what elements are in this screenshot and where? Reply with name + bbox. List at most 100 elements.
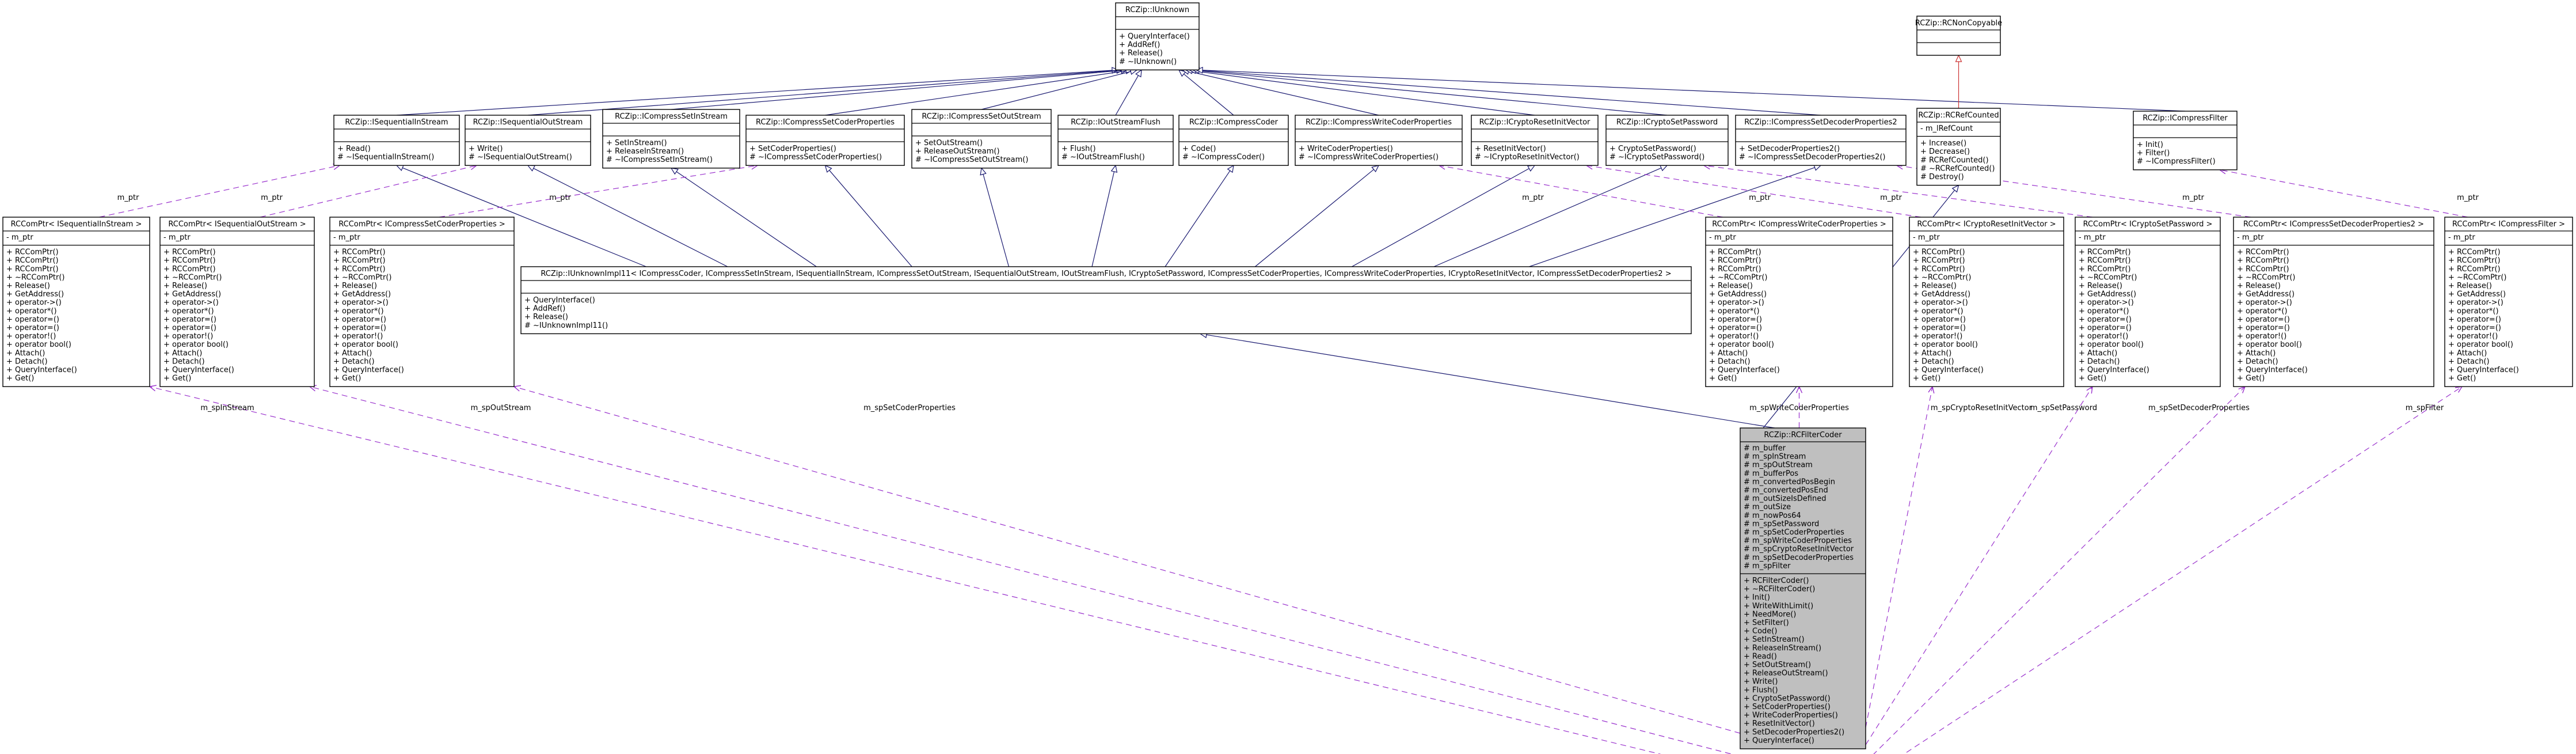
- class-operation: + RCComPtr(): [6, 248, 59, 257]
- class-operation: + SetOutStream(): [1744, 661, 1811, 669]
- class-attribute: - m_ptr: [1709, 233, 1736, 242]
- edge-label-ptr-writecoderprops: m_ptr: [1522, 194, 1544, 202]
- class-operation: + operator=(): [1913, 324, 1966, 332]
- class-operation: + ReleaseInStream(): [1744, 644, 1821, 653]
- class-attribute: - m_ptr: [6, 233, 33, 242]
- class-setout[interactable]: RCZip::ICompressSetOutStream+ SetOutStre…: [911, 109, 1052, 169]
- class-operation: + QueryInterface(): [333, 366, 404, 374]
- class-ptr-setcoderprops[interactable]: RCComPtr< ICompressSetCoderProperties >-…: [329, 217, 515, 387]
- class-operation: # ~ICompressSetDecoderProperties2(): [1739, 153, 1885, 162]
- class-operation: + operator!(): [6, 332, 56, 341]
- class-setin[interactable]: RCZip::ICompressSetInStream+ SetInStream…: [602, 109, 740, 169]
- class-operation: + RCComPtr(): [2448, 265, 2501, 274]
- edge-label-ptr-cryptoreset: m_ptr: [1749, 194, 1771, 202]
- class-operation: # ~IOutStreamFlush(): [1061, 153, 1145, 162]
- class-operation: + SetInStream(): [1744, 635, 1805, 644]
- class-box: [745, 115, 905, 166]
- class-operation: + operator!(): [1913, 332, 1962, 341]
- inheritance-edge-impl-to-setin: [676, 171, 817, 267]
- class-title: RCZip::ICompressSetCoderProperties: [756, 118, 895, 127]
- class-operation: + Code(): [1744, 627, 1777, 636]
- edge-label-ptr-setdecoderprops: m_ptr: [2182, 194, 2205, 202]
- class-impl[interactable]: RCZip::IUnknownImpl11< ICompressCoder, I…: [520, 266, 1692, 335]
- class-operation: + operator*(): [333, 307, 384, 316]
- class-ptr-setdecoderprops[interactable]: RCComPtr< ICompressSetDecoderProperties2…: [2233, 217, 2434, 387]
- class-attribute: # m_spOutStream: [1744, 461, 1813, 469]
- class-box: [465, 115, 591, 166]
- class-coder[interactable]: RCZip::ICompressCoder+ Code()# ~ICompres…: [1178, 115, 1289, 166]
- class-title: RCComPtr< ICompressSetDecoderProperties2…: [2243, 220, 2424, 229]
- edge-label-ptr-cryptopwd: m_ptr: [1880, 194, 1902, 202]
- class-operation: + Get(): [333, 374, 361, 383]
- class-operation: + operator=(): [1913, 315, 1966, 324]
- class-flush[interactable]: RCZip::IOutStreamFlush+ Flush()# ~IOutSt…: [1057, 115, 1174, 166]
- class-noncopyable[interactable]: RCZip::RCNonCopyable: [1915, 16, 2002, 56]
- class-box: [1740, 427, 1866, 749]
- inheritance-edge-impl-to-writecoderprops: [1254, 169, 1374, 267]
- class-operation: + QueryInterface(): [524, 296, 595, 305]
- usage-arrowhead: [1928, 385, 1935, 394]
- class-title: RCZip::ICompressSetDecoderProperties2: [1744, 118, 1897, 127]
- class-operation: + SetOutStream(): [915, 139, 983, 147]
- class-operation: + Release(): [2237, 282, 2281, 290]
- class-operation: + operator bool(): [1709, 340, 1774, 349]
- class-operation: + operator*(): [2237, 307, 2288, 316]
- inheritance-edge-writecoderprops-to-unknown: [1188, 71, 1379, 116]
- edge-label-m-spwritecoderprops: m_spWriteCoderProperties: [1749, 404, 1849, 412]
- class-filtercoder[interactable]: RCZip::RCFilterCoder# m_buffer# m_spInSt…: [1740, 427, 1866, 749]
- class-box: [333, 115, 460, 166]
- class-operation: # ~ICompressSetCoderProperties(): [749, 153, 882, 162]
- class-operation: + Attach(): [333, 349, 372, 358]
- class-operation: + GetAddress(): [2237, 290, 2295, 299]
- class-setcoderprops[interactable]: RCZip::ICompressSetCoderProperties+ SetC…: [745, 115, 905, 166]
- usage-edge-ptr-seqout: [260, 165, 477, 218]
- class-ptr-writecoderprops[interactable]: RCComPtr< ICompressWriteCoderProperties …: [1705, 217, 1893, 387]
- class-cryptopwd[interactable]: RCZip::ICryptoSetPassword+ CryptoSetPass…: [1605, 115, 1729, 166]
- class-writecoderprops[interactable]: RCZip::ICompressWriteCoderProperties+ Wr…: [1295, 115, 1463, 166]
- usage-edge-m-spcryptoreset: [1865, 387, 1933, 728]
- class-title: RCZip::ICompressSetOutStream: [922, 112, 1041, 121]
- class-attribute: - m_ptr: [163, 233, 191, 242]
- class-operation: + GetAddress(): [2079, 290, 2136, 299]
- class-ptr-compressfilter[interactable]: RCComPtr< ICompressFilter >- m_ptr+ RCCo…: [2444, 217, 2573, 387]
- class-ptr-cryptopwd[interactable]: RCComPtr< ICryptoSetPassword >- m_ptr+ R…: [2075, 217, 2221, 387]
- inheritance-edge-impl-to-seqin: [402, 167, 646, 267]
- class-title: RCComPtr< ICryptoSetPassword >: [2083, 220, 2213, 229]
- class-compressfilter[interactable]: RCZip::ICompressFilter+ Init()+ Filter()…: [2133, 111, 2238, 170]
- usage-edge-ptr-setcoderprops: [439, 165, 758, 218]
- class-operation: + RCComPtr(): [333, 248, 386, 257]
- class-operation: + operator*(): [163, 307, 214, 316]
- inheritance-arrowhead: [1110, 164, 1118, 173]
- class-operation: # ~ICompressSetOutStream(): [915, 156, 1028, 164]
- inheritance-edge-impl-to-cryptoreset: [1352, 168, 1529, 267]
- class-unknown[interactable]: RCZip::IUnknown+ QueryInterface()+ AddRe…: [1115, 2, 1200, 71]
- inheritance-arrowhead: [980, 167, 987, 176]
- class-ptr-cryptoreset[interactable]: RCComPtr< ICryptoResetInitVector >- m_pt…: [1909, 217, 2064, 387]
- class-operation: + operator=(): [2237, 315, 2290, 324]
- inheritance-edge-impl-to-seqout: [533, 168, 728, 267]
- class-operation: + Flush(): [1061, 145, 1096, 153]
- class-cryptoreset[interactable]: RCZip::ICryptoResetInitVector+ ResetInit…: [1471, 115, 1599, 166]
- class-operation: + Detach(): [1913, 357, 1954, 366]
- class-operation: + ~RCComPtr(): [2237, 273, 2296, 282]
- class-operation: + ~RCFilterCoder(): [1744, 585, 1815, 594]
- class-attribute: # m_spSetCoderProperties: [1744, 528, 1844, 537]
- class-operation: + Attach(): [6, 349, 45, 358]
- class-seqout[interactable]: RCZip::ISequentialOutStream+ Write()# ~I…: [465, 115, 591, 166]
- class-setdecoderprops[interactable]: RCZip::ICompressSetDecoderProperties2+ S…: [1735, 115, 1907, 166]
- class-refcounted[interactable]: RCZip::RCRefCounted- m_lRefCount+ Increa…: [1916, 108, 2001, 186]
- class-operation: + operator*(): [1709, 307, 1760, 316]
- class-operation: + RCComPtr(): [163, 265, 216, 274]
- class-ptr-seqin[interactable]: RCComPtr< ISequentialInStream >- m_ptr+ …: [2, 217, 150, 387]
- edge-label-m-spsetpassword: m_spSetPassword: [2030, 404, 2097, 412]
- class-title: RCZip::ICompressWriteCoderProperties: [1306, 118, 1452, 127]
- class-box: [520, 266, 1692, 335]
- class-operation: + ~RCComPtr(): [163, 273, 222, 282]
- inheritance-edge-setout-to-unknown: [981, 71, 1131, 110]
- inheritance-edge-coder-to-unknown: [1184, 73, 1234, 116]
- class-box: [911, 109, 1052, 169]
- class-seqin[interactable]: RCZip::ISequentialInStream+ Read()# ~ISe…: [333, 115, 460, 166]
- class-operation: + operator->(): [333, 298, 389, 307]
- class-box: [602, 109, 740, 169]
- class-ptr-seqout[interactable]: RCComPtr< ISequentialOutStream >- m_ptr+…: [159, 217, 315, 387]
